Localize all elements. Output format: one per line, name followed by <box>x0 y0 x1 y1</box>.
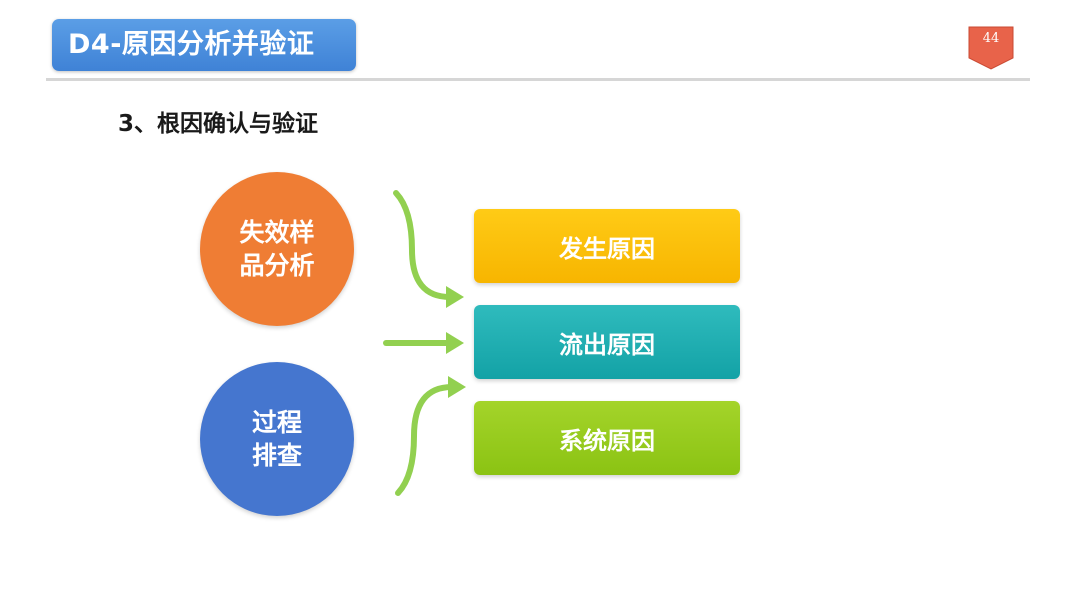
section-subtitle: 3、根因确认与验证 <box>118 111 319 137</box>
slide-title: D4-原因分析并验证 <box>52 19 356 71</box>
failure-sample-analysis-circle: 失效样 品分析 <box>200 172 354 326</box>
curved-arrow-up <box>395 376 466 496</box>
page-number: 44 <box>982 31 1000 46</box>
page-number-badge-icon <box>968 26 1014 70</box>
circle-label-line: 品分析 <box>239 251 315 280</box>
circle-label-line: 过程 <box>251 408 302 437</box>
process-investigation-circle: 过程 排查 <box>200 362 354 516</box>
straight-arrow-right <box>383 332 464 354</box>
header-divider <box>46 78 1030 81</box>
occurrence-cause-box: 发生原因 <box>474 209 740 283</box>
escape-cause-box: 流出原因 <box>474 305 740 379</box>
circle-label-line: 失效样 <box>239 218 315 247</box>
system-cause-box: 系统原因 <box>474 401 740 475</box>
curved-arrow-down <box>393 190 464 308</box>
circle-label-line: 排查 <box>251 441 302 470</box>
